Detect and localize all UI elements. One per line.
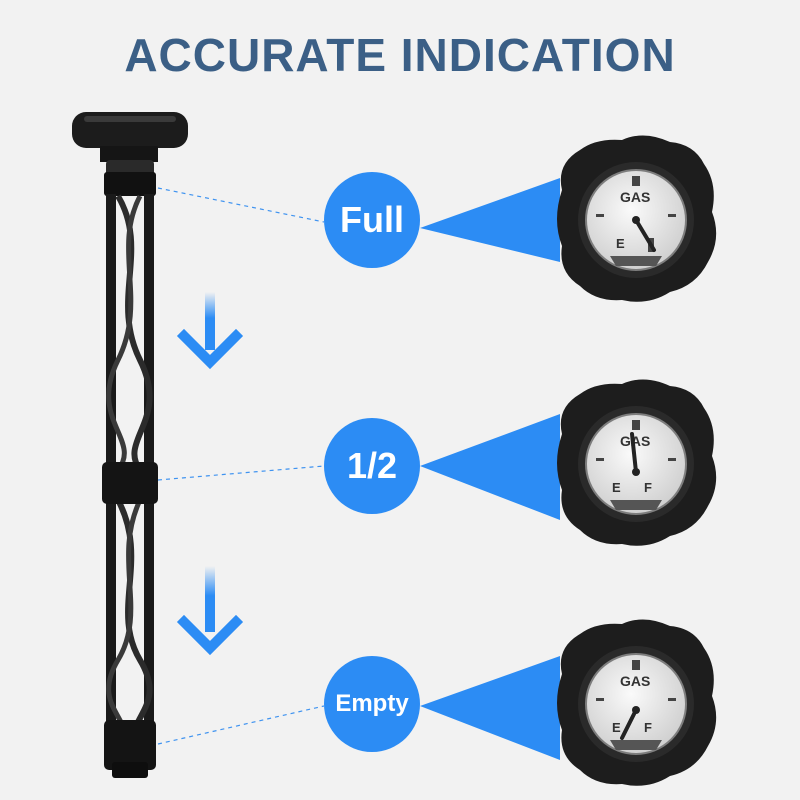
fuel-gauge-empty: GAS E F (557, 619, 717, 786)
gauge-needle (634, 218, 656, 252)
gauge-needle (630, 432, 638, 474)
leader-line-empty (157, 705, 325, 745)
level-badge-full: Full (324, 172, 420, 268)
level-badge-half: 1/2 (324, 418, 420, 514)
sender-float (102, 462, 158, 504)
gauge-title: GAS (620, 673, 650, 689)
gauge-e-mark: E (612, 480, 621, 495)
fuel-sending-unit (72, 112, 188, 778)
gauge-needle (620, 708, 638, 740)
gauge-f-mark: F (644, 720, 652, 735)
gauge-title: GAS (620, 189, 650, 205)
beam-full (420, 178, 560, 262)
beam-half (420, 414, 560, 520)
leader-line-full (157, 187, 325, 223)
fuel-gauge-half: GAS E F (557, 379, 717, 546)
gauge-e-mark: E (612, 720, 621, 735)
beam-empty (420, 656, 560, 760)
level-badge-empty: Empty (324, 656, 420, 752)
gauge-e-mark: E (616, 236, 625, 251)
gauge-f-mark: F (644, 480, 652, 495)
fuel-gauge-full: GAS E (557, 135, 717, 302)
headline: ACCURATE INDICATION (124, 29, 676, 81)
gauge-title: GAS (620, 433, 650, 449)
down-arrow-icon (176, 292, 244, 370)
down-arrow-icon (176, 566, 244, 656)
leader-line-half (157, 465, 325, 481)
